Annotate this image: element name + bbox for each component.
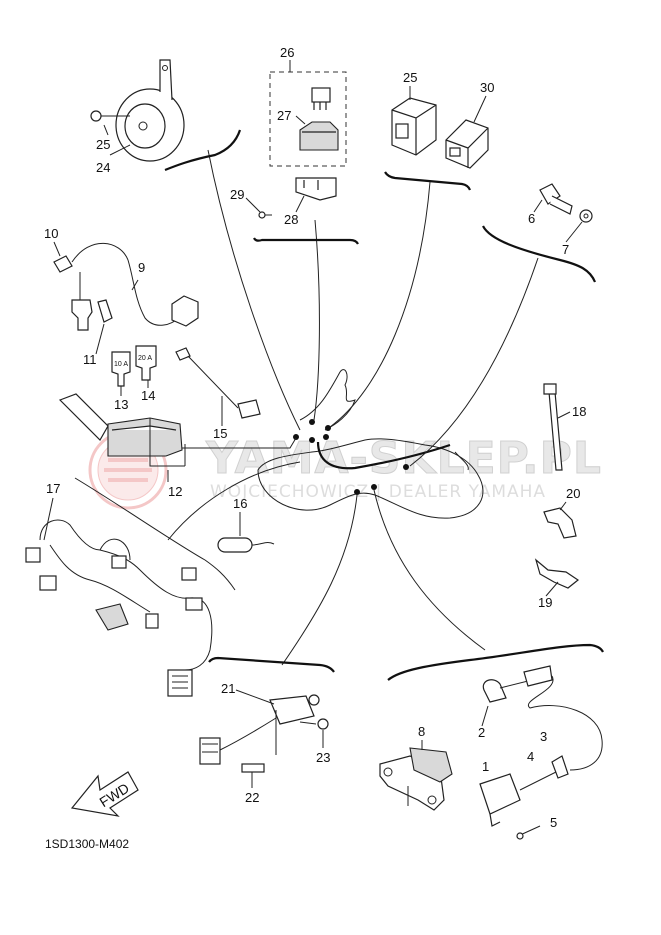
- callout-13: 13: [114, 397, 128, 412]
- callout-29: 29: [230, 187, 244, 202]
- callout-4: 4: [527, 749, 534, 764]
- resistor: [217, 537, 275, 553]
- main-harness: [25, 519, 213, 697]
- fuse-box: 10 A 20 A: [58, 345, 186, 467]
- callout-27: 27: [277, 108, 291, 123]
- callout-2: 2: [478, 725, 485, 740]
- mounting-bracket: [379, 747, 453, 811]
- callout-18: 18: [572, 404, 586, 419]
- callout-16: 16: [233, 496, 247, 511]
- callout-6: 6: [528, 211, 535, 226]
- control-units: [391, 97, 489, 169]
- relay-group: [258, 60, 347, 219]
- callout-25b: 25: [403, 70, 417, 85]
- drawing-code: 1SD1300-M402: [45, 837, 129, 851]
- cable-ties: [534, 383, 580, 589]
- callout-8: 8: [418, 724, 425, 739]
- group-brackets: [74, 129, 604, 681]
- callout-22: 22: [245, 790, 259, 805]
- callout-14: 14: [141, 388, 155, 403]
- callout-17: 17: [46, 481, 60, 496]
- callout-23: 23: [316, 750, 330, 765]
- callout-1: 1: [482, 759, 489, 774]
- leader-lines: [150, 149, 539, 666]
- forward-direction-arrow: FWD: [70, 771, 139, 817]
- fuse-label-10a: 10 A: [114, 361, 128, 368]
- callout-30: 30: [480, 80, 494, 95]
- callout-15: 15: [213, 426, 227, 441]
- part-callouts: 1 2 3 4 5 6 7 8 9 10 11 12 13 14 15 16 1…: [43, 45, 586, 830]
- callout-5: 5: [550, 815, 557, 830]
- callout-10: 10: [44, 226, 58, 241]
- ignition-coil-assembly: [479, 665, 603, 840]
- callout-21: 21: [221, 681, 235, 696]
- sensor-assembly: [539, 183, 593, 223]
- callout-7: 7: [562, 242, 569, 257]
- lead-wire: [175, 347, 261, 419]
- callout-28: 28: [284, 212, 298, 227]
- horn-assembly: [90, 59, 185, 162]
- callout-25a: 25: [96, 137, 110, 152]
- callout-9: 9: [138, 260, 145, 275]
- callout-24: 24: [96, 160, 110, 175]
- callout-11: 11: [83, 352, 97, 367]
- callout-19: 19: [538, 595, 552, 610]
- sidestand-switch: [199, 694, 329, 773]
- watermark-subtitle: WOJCIECHOWICZ | DEALER YAMAHA: [210, 482, 546, 502]
- callout-20: 20: [566, 486, 580, 501]
- fuse-label-20a: 20 A: [138, 355, 152, 362]
- callout-3: 3: [540, 729, 547, 744]
- callout-26: 26: [280, 45, 294, 60]
- callout-12: 12: [168, 484, 182, 499]
- sensor-wire-group: [53, 242, 199, 331]
